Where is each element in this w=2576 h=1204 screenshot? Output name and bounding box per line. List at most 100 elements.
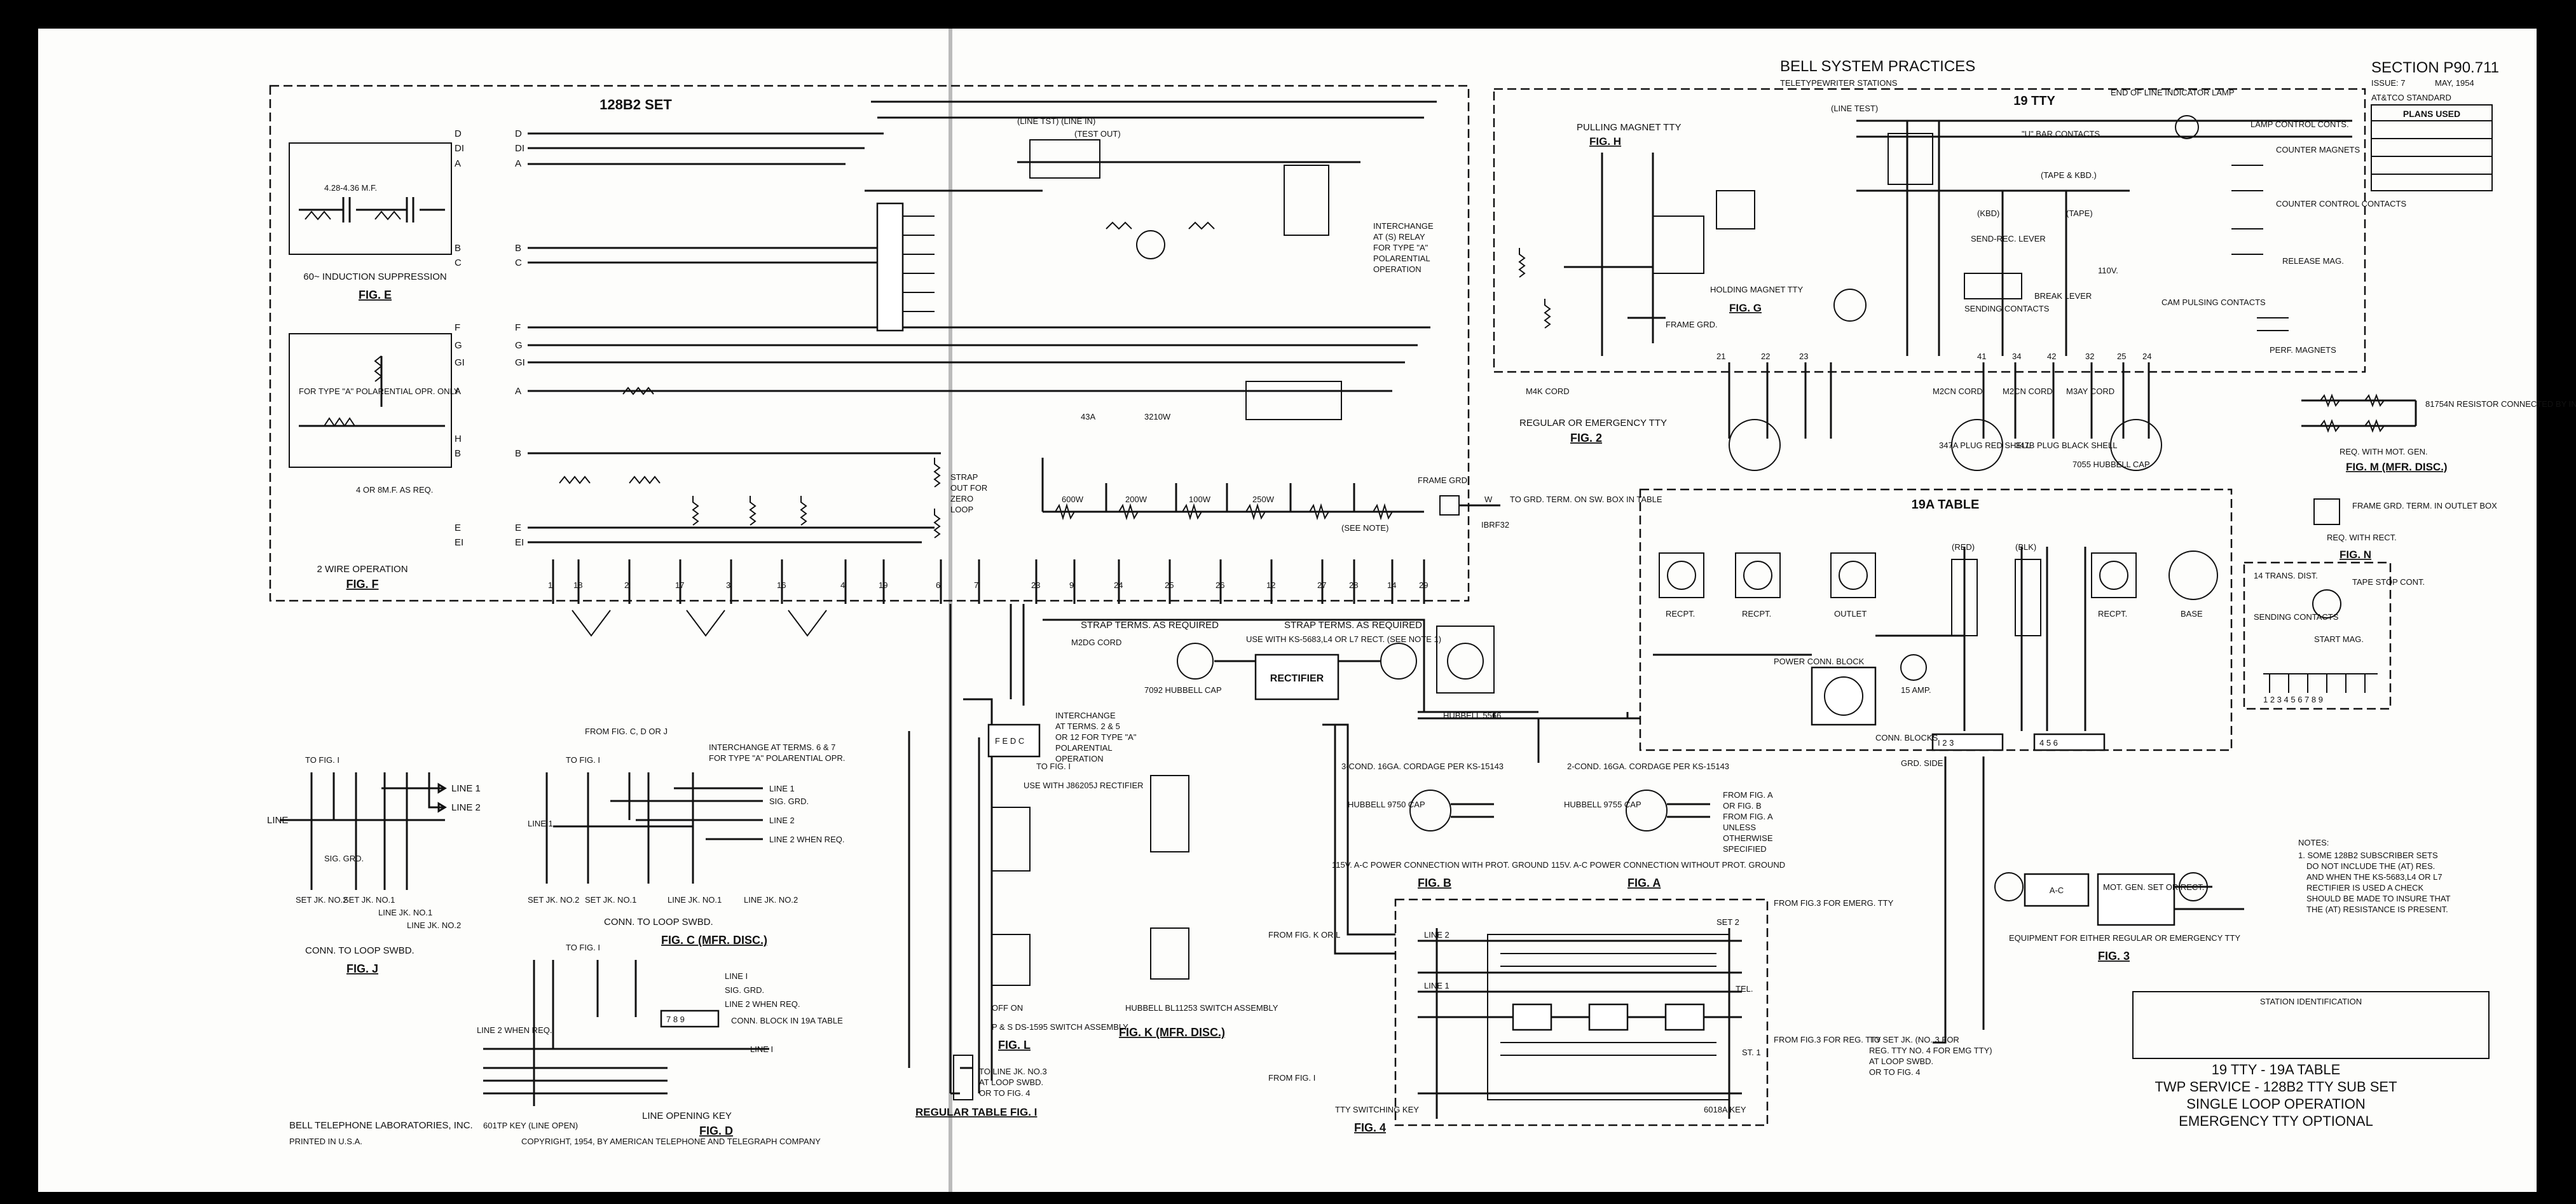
- fig-g-title: HOLDING MAGNET TTY: [1710, 285, 1803, 294]
- svg-text:POLARENTIAL: POLARENTIAL: [1055, 743, 1113, 753]
- company-name: BELL TELEPHONE LABORATORIES, INC.: [289, 1120, 473, 1131]
- fig-4-label-3: SET 2: [1716, 917, 1739, 927]
- svg-text:DO NOT INCLUDE THE (AT) RES.: DO NOT INCLUDE THE (AT) RES.: [2306, 861, 2435, 871]
- fig-n-note: FRAME GRD. TERM. IN OUTLET BOX: [2352, 501, 2497, 510]
- svg-text:1 2 3 4 5 6 7 8 9: 1 2 3 4 5 6 7 8 9: [2263, 695, 2323, 704]
- resistor-chain: 600W 200W 100W 250W (SEE NOTE): [1041, 458, 1424, 533]
- svg-text:A: A: [515, 386, 521, 397]
- fig-4-label-2: LINE 1: [1424, 981, 1449, 990]
- fig-a-caption: FIG. A: [1627, 877, 1661, 889]
- table-item-2: RECPT.: [1742, 609, 1771, 619]
- svg-text:OTHERWISE: OTHERWISE: [1723, 833, 1773, 843]
- to-set-jk-note: TO SET JK. (NO. 3 FOR: [1869, 1035, 1959, 1044]
- send-rec-lever: SEND-REC. LEVER: [1971, 234, 2046, 243]
- fig-e-capacitor-label: 4.28-4.36 M.F.: [324, 183, 377, 193]
- svg-text:42: 42: [2047, 352, 2056, 361]
- svg-text:1: 1: [548, 580, 552, 590]
- fig-j-jack-1: SET JK. NO.2: [296, 895, 347, 905]
- tty-19-line-test: (LINE TEST): [1831, 104, 1878, 113]
- fig-j-jack-4: LINE JK. NO.2: [407, 920, 461, 930]
- svg-text:OR FIG. B: OR FIG. B: [1723, 801, 1762, 811]
- fig-b-caption: FIG. B: [1418, 877, 1451, 889]
- svg-text:E: E: [455, 523, 461, 533]
- interchange-terms-2-5: INTERCHANGE: [1055, 711, 1116, 720]
- release-mag: RELEASE MAG.: [2282, 256, 2344, 266]
- svg-text:29: 29: [1419, 580, 1428, 590]
- svg-text:REG. TTY NO. 4 FOR EMG TTY): REG. TTY NO. 4 FOR EMG TTY): [1869, 1046, 1992, 1055]
- fig-4-label-5: ST. 1: [1742, 1048, 1761, 1057]
- fig-2-caption: FIG. 2: [1570, 432, 1602, 444]
- conn-blocks: CONN. BLOCKS: [1875, 733, 1938, 742]
- svg-text:24: 24: [1114, 580, 1123, 590]
- tape-stop: TAPE STOP CONT.: [2352, 577, 2425, 587]
- tty-19: 19 TTY PULLING MAGNET TTY FIG. H HOLDING…: [1493, 88, 2406, 373]
- fig-3-sub: EQUIPMENT FOR EITHER REGULAR OR EMERGENC…: [2009, 933, 2240, 943]
- fig-3-ac: A-C: [2050, 886, 2064, 895]
- fig-c-to-fig: TO FIG. I: [566, 755, 600, 765]
- counter-control: COUNTER CONTROL CONTACTS: [2276, 199, 2406, 209]
- svg-text:A: A: [515, 158, 521, 169]
- svg-text:FROM FIG. A: FROM FIG. A: [1723, 790, 1773, 800]
- fig-b-title: 3-COND. 16GA. CORDAGE PER KS-15143: [1341, 762, 1504, 771]
- terminal-numbers: 1 18 2 17 3 16 4 19 6 7 23 9 24 25 26 12…: [548, 580, 1428, 590]
- interchange-s-relay: INTERCHANGE: [1373, 221, 1434, 231]
- fig-4-from-emerg: FROM FIG.3 FOR EMERG. TTY: [1774, 898, 1894, 908]
- table-19a: 19A TABLE RECPT. RECPT. OUTLET RECPT. BA…: [1639, 488, 2233, 768]
- svg-text:FOR TYPE "A": FOR TYPE "A": [1373, 243, 1428, 252]
- svg-text:19: 19: [879, 580, 887, 590]
- svg-text:32: 32: [2085, 352, 2094, 361]
- printed-in: PRINTED IN U.S.A.: [289, 1137, 362, 1146]
- fig-l-to-fig: TO FIG. I: [1036, 762, 1071, 771]
- svg-text:25: 25: [2117, 352, 2126, 361]
- resistor-label-1: 600W: [1062, 495, 1084, 504]
- fig-2-cord-1: M4K CORD: [1526, 387, 1570, 396]
- resistor-label-4: 250W: [1252, 495, 1275, 504]
- tape-label: (TAPE): [2066, 209, 2093, 218]
- fig-e: 4.28-4.36 M.F. 60~ INDUCTION SUPPRESSION…: [289, 142, 452, 301]
- fig-f-capacitor: 4 OR 8M.F. AS REQ.: [356, 485, 433, 495]
- cam-pulsing: CAM PULSING CONTACTS: [2162, 298, 2266, 307]
- set-128b2-boundary: [269, 85, 1470, 602]
- svg-text:(BLK): (BLK): [2015, 542, 2036, 552]
- fig-m-caption: FIG. M (MFR. DISC.): [2346, 461, 2448, 473]
- fig-c-line-4: LINE 2 WHEN REQ.: [769, 835, 844, 844]
- svg-text:(RED): (RED): [1952, 542, 1975, 552]
- svg-text:27: 27: [1317, 580, 1326, 590]
- resistor-43a: 43A: [1081, 412, 1095, 421]
- ibrf32-label: IBRF32: [1481, 520, 1509, 530]
- svg-text:G: G: [515, 340, 523, 351]
- svg-text:28: 28: [1349, 580, 1358, 590]
- svg-text:ZERO: ZERO: [950, 494, 973, 503]
- svg-text:SET JK. NO.2: SET JK. NO.2: [528, 895, 579, 905]
- fig-3: A-C MOT. GEN. SET OR RECT. EQUIPMENT FOR…: [1994, 872, 2244, 962]
- hubbell-7092-cap: 7092 HUBBELL CAP: [1144, 685, 1222, 695]
- svg-text:12: 12: [1266, 580, 1275, 590]
- fig-m: 81754N RESISTOR CONNECTED BY INSTALLER R…: [2301, 393, 2576, 473]
- set-128b2: 128B2 SET 4.28-4.36 M.F. 60~ INDUCTION S…: [269, 85, 1662, 637]
- svg-text:OPERATION: OPERATION: [1055, 754, 1104, 763]
- svg-text:I 2 3: I 2 3: [1938, 738, 1954, 748]
- footer: BELL TELEPHONE LABORATORIES, INC. PRINTE…: [289, 1120, 821, 1146]
- svg-text:D: D: [515, 128, 522, 139]
- fig-2-title: REGULAR OR EMERGENCY TTY: [1519, 418, 1667, 428]
- svg-text:RECTIFIER IS USED A CHECK: RECTIFIER IS USED A CHECK: [2306, 883, 2424, 893]
- table-item-4: RECPT.: [2098, 609, 2127, 619]
- sending-contacts: SENDING CONTACTS: [1964, 304, 2050, 313]
- fig-l: F E D C OFF ON P & S DS-1595 SWITCH ASSE…: [987, 723, 1128, 1051]
- to-grd-term-label: TO GRD. TERM. ON SW. BOX IN TABLE: [1510, 495, 1662, 504]
- svg-text:F E D C: F E D C: [995, 736, 1024, 746]
- fig-k-sub: HUBBELL BL11253 SWITCH ASSEMBLY: [1125, 1003, 1278, 1013]
- fig-b: 3-COND. 16GA. CORDAGE PER KS-15143 HUBBE…: [1332, 762, 1549, 889]
- svg-text:H: H: [455, 434, 462, 444]
- fig-3-caption: FIG. 3: [2098, 950, 2130, 962]
- end-of-line-lamp: END OF LINE INDICATOR LAMP: [2111, 88, 2235, 97]
- fig-f-caption: FIG. F: [346, 578, 379, 591]
- fig-2-frame: FRAME GRD.: [1666, 320, 1718, 329]
- svg-text:E: E: [515, 523, 521, 533]
- svg-text:LINE 2 WHEN REQ.: LINE 2 WHEN REQ.: [725, 999, 800, 1009]
- svg-text:OR TO FIG. 4: OR TO FIG. 4: [1869, 1067, 1920, 1077]
- resistor-3210: 3210W: [1144, 412, 1171, 421]
- fig-c: TO FIG. I LINE 1 SIG. GRD. LINE 2 LINE 2…: [528, 727, 845, 947]
- svg-text:SPECIFIED: SPECIFIED: [1723, 844, 1767, 854]
- svg-text:16: 16: [777, 580, 786, 590]
